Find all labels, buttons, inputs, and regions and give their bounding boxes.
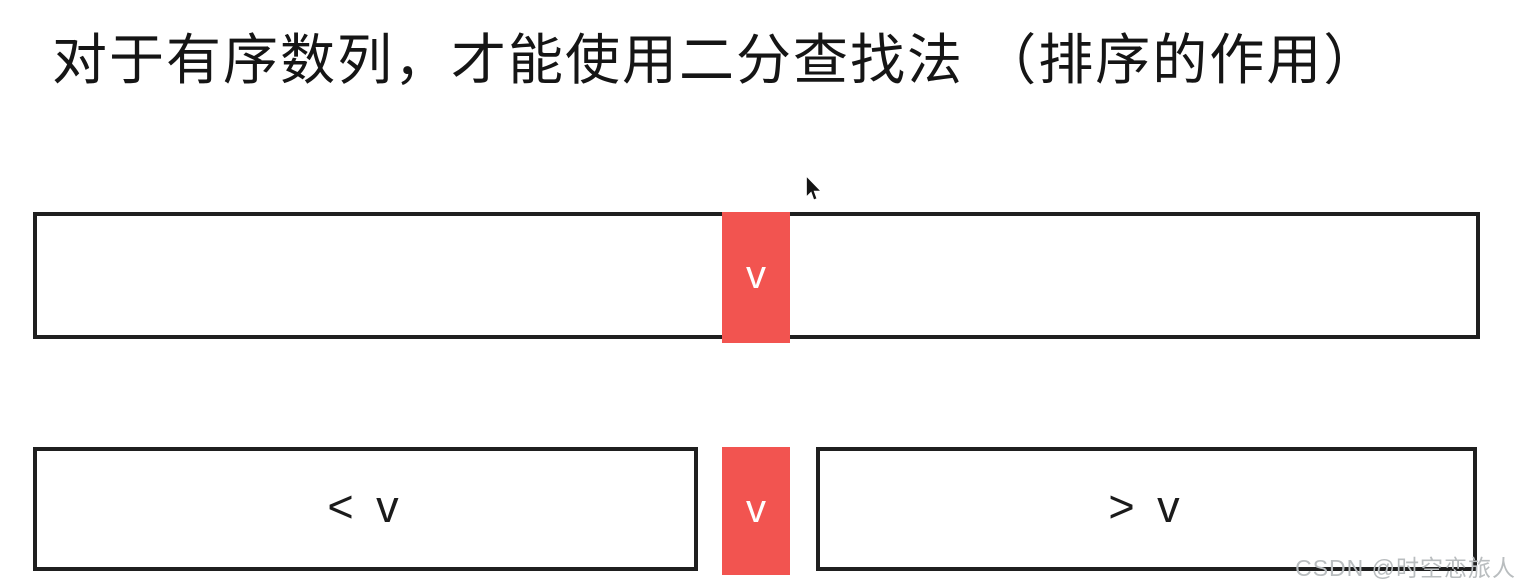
pivot-label-row2: v bbox=[746, 486, 766, 531]
left-partition-box: < v bbox=[33, 447, 698, 571]
pivot-label-row1: v bbox=[746, 253, 766, 297]
csdn-watermark: CSDN @时空恋旅人 bbox=[1295, 555, 1516, 581]
page-title: 对于有序数列，才能使用二分查找法 （排序的作用） bbox=[52, 29, 1381, 91]
pivot-block-row1: v bbox=[722, 212, 790, 343]
left-partition-label: < v bbox=[327, 481, 404, 532]
mouse-cursor-icon bbox=[805, 175, 822, 208]
pivot-block-row2: v bbox=[722, 447, 790, 575]
right-partition-label: > v bbox=[1108, 481, 1185, 532]
right-partition-box: > v bbox=[816, 447, 1477, 571]
